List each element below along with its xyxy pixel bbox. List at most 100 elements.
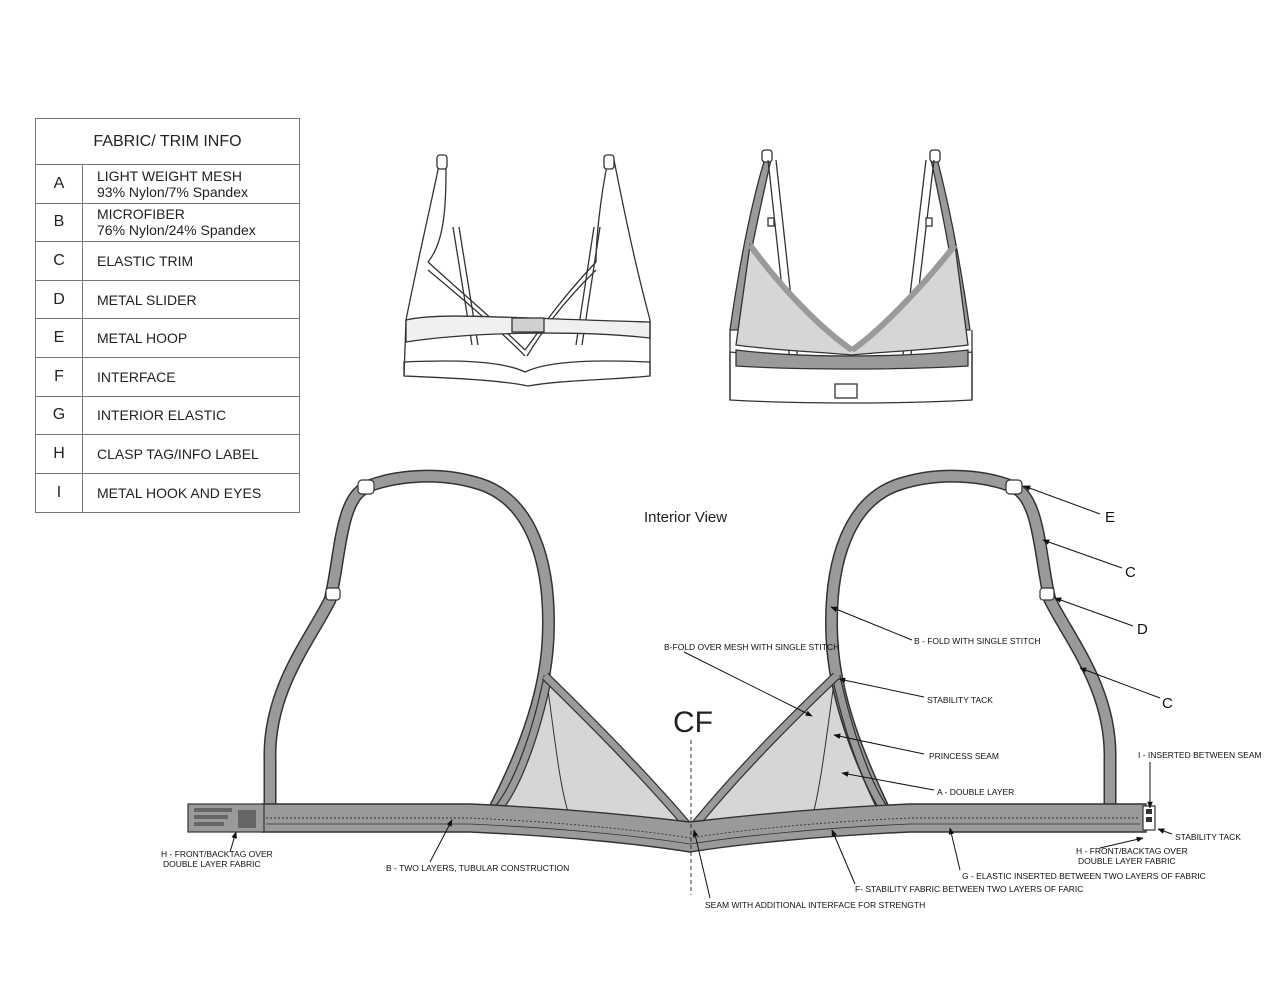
front-left-cup-edge-2 [427,269,526,357]
right-princess-seam [811,689,834,819]
callout-g-elastic: G - ELASTIC INSERTED BETWEEN TWO LAYERS … [962,871,1206,881]
front-right-strap-inner [595,159,609,263]
trim-description: CLASP TAG/INFO LABEL [83,435,299,473]
left-princess-seam [547,689,571,819]
arrow-h-left [229,831,237,853]
trim-desc-line1: METAL HOOK AND EYES [97,485,262,502]
callout-b-two-layers: B - TWO LAYERS, TUBULAR CONSTRUCTION [386,863,569,873]
arrow-g-elastic [948,827,961,871]
front-right-strap-outer [613,159,651,321]
left-metal-slider [325,587,341,601]
callout-stability-tack: STABILITY TACK [927,695,993,705]
front-left-side [403,319,407,377]
trim-row: D METAL SLIDER [36,280,299,320]
trim-row: I METAL HOOK AND EYES [36,473,299,513]
underband-elastic-stitch [266,817,1140,839]
left-strap-outline [263,469,555,815]
trim-desc-line1: LIGHT WEIGHT MESH [97,167,242,184]
trim-row: F INTERFACE [36,357,299,397]
trim-description: MICROFIBER 76% Nylon/24% Spandex [83,204,299,242]
right-metal-slider [1039,587,1055,601]
arrow-h-right [1099,836,1144,849]
back-view-flat [729,149,973,404]
callout-i-inserted: I - INSERTED BETWEEN SEAM [1138,750,1262,760]
arrow-b-fold-mesh [683,651,813,717]
callout-arrows [229,485,1173,899]
back-right-cup-trim [850,243,958,353]
callout-princess-seam: PRINCESS SEAM [929,751,999,761]
callout-a-double: A - DOUBLE LAYER [937,787,1014,797]
arrow-seam-interface [692,829,711,899]
arrow-d [1054,597,1134,627]
trim-desc-line1: CLASP TAG/INFO LABEL [97,445,259,462]
trim-code: H [36,435,83,473]
arrow-stability-tack2 [1157,828,1173,835]
callout-d: D [1137,621,1148,638]
back-band-elastic [735,349,969,370]
front-hook-closure [511,317,545,333]
trim-desc-line2: 93% Nylon/7% Spandex [97,183,248,200]
back-right-ring [929,149,941,163]
trim-description: METAL HOOP [83,319,299,357]
trim-row: B MICROFIBER 76% Nylon/24% Spandex [36,203,299,243]
back-slider-left [767,217,775,227]
trim-row: H CLASP TAG/INFO LABEL [36,435,299,474]
arrow-b-two-layers [429,819,453,863]
trim-desc-line1: INTERIOR ELASTIC [97,407,227,424]
callout-b-fold: B - FOLD WITH SINGLE STITCH [914,636,1041,646]
back-left-ring [761,149,773,163]
front-underband [403,360,651,387]
front-left-strap-ring [436,154,448,170]
hook-icon [1146,809,1152,814]
arrow-princess-seam [833,733,925,755]
callout-h-left-line2: DOUBLE LAYER FABRIC [163,859,261,869]
trim-description: INTERFACE [83,358,299,396]
interior-view-title: Interior View [644,509,727,526]
left-strap-trim [264,471,554,815]
right-cup-trim [832,675,888,812]
arrow-a-double [841,771,935,791]
trim-description: METAL SLIDER [83,281,299,319]
interior-view [187,469,1156,895]
tag-line-icon [194,808,232,812]
trim-desc-line1: METAL HOOP [97,330,188,347]
underband-inner-line [266,823,1140,845]
trim-description: INTERIOR ELASTIC [83,397,299,435]
trim-desc-line1: INTERFACE [97,368,176,385]
trim-code: B [36,203,83,242]
left-inner-trim [542,673,691,829]
callout-h-left-line1: H - FRONT/BACKTAG OVER [161,849,273,859]
trim-code: D [36,280,83,319]
left-cup-trim [494,675,552,813]
trim-description: METAL HOOK AND EYES [83,474,299,513]
trim-code: A [36,165,83,203]
trim-row: G INTERIOR ELASTIC [36,396,299,436]
back-slider-right [925,217,933,227]
left-metal-hoop [357,479,375,495]
trim-code: E [36,319,83,357]
callout-e: E [1105,509,1115,526]
tag-line-icon [194,822,224,826]
front-left-strap-inner [427,159,447,263]
fabric-trim-table: FABRIC/ TRIM INFO A LIGHT WEIGHT MESH 93… [35,118,300,514]
front-right-cup-edge [524,261,597,351]
callout-c2: C [1162,695,1173,712]
back-left-cup-trim [747,243,854,353]
callout-h-right-line2: DOUBLE LAYER FABRIC [1078,856,1176,866]
trim-row: A LIGHT WEIGHT MESH 93% Nylon/7% Spandex [36,165,299,204]
back-hook-eye [834,383,858,399]
callout-seam-interface: SEAM WITH ADDITIONAL INTERFACE FOR STREN… [705,900,925,910]
trim-code: I [36,473,83,513]
right-strap-trim [826,471,1116,815]
front-right-strap-ring [603,154,615,170]
arrow-f-stability [831,829,856,885]
arrow-stability-tack [838,677,925,698]
hook-icon [1146,817,1152,822]
trim-row: C ELASTIC TRIM [36,242,299,281]
tag-qr-icon [238,810,256,828]
arrow-c1 [1042,539,1123,569]
arrow-b-fold [830,606,913,641]
callout-f-stability: F- STABILITY FABRIC BETWEEN TWO LAYERS O… [855,884,1083,894]
trim-code: G [36,396,83,435]
